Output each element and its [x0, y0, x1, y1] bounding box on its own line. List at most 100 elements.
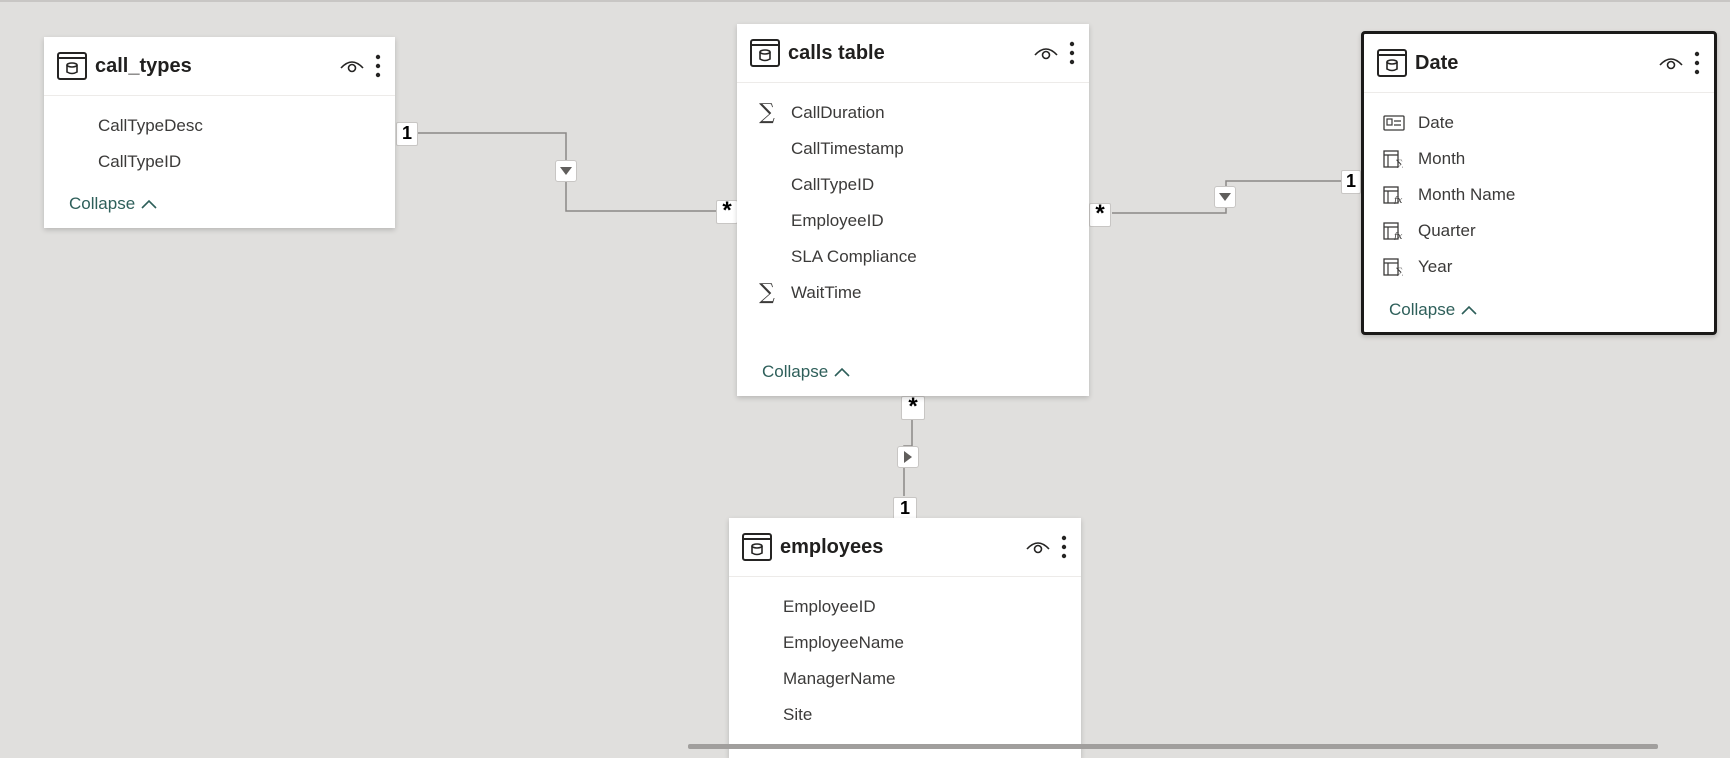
- field-type-icon: [755, 138, 779, 160]
- field-name: CallTypeID: [791, 175, 875, 194]
- field-item[interactable]: EmployeeID: [729, 589, 1081, 625]
- hierarchy-sigma-icon: ∑: [1382, 256, 1406, 278]
- field-name: Quarter: [1418, 221, 1476, 240]
- field-item[interactable]: CallTypeID: [737, 167, 1089, 203]
- field-name: Month Name: [1418, 185, 1516, 204]
- cardinality-many-date: *: [1089, 202, 1111, 227]
- chevron-up-icon: [834, 367, 850, 377]
- filter-direction-down-icon[interactable]: [1214, 186, 1236, 208]
- field-name: CallDuration: [791, 103, 885, 122]
- field-item[interactable]: EmployeeID: [737, 203, 1089, 239]
- table-icon: [750, 39, 780, 67]
- sigma-icon: ∑: [759, 280, 775, 305]
- field-list: EmployeeID EmployeeName ManagerName Site: [729, 577, 1081, 733]
- collapse-label: Collapse: [69, 194, 136, 213]
- field-name: WaitTime: [791, 283, 862, 302]
- collapse-button[interactable]: Collapse: [1389, 300, 1478, 320]
- table-card-date[interactable]: Date Date ∑ Month fx Month Name fx Quart…: [1361, 31, 1717, 335]
- visibility-eye-icon[interactable]: [339, 56, 365, 76]
- table-card-call-types[interactable]: call_types CallTypeDesc CallTypeID Colla…: [44, 37, 395, 228]
- field-type-icon: [62, 115, 86, 137]
- field-list: Date ∑ Month fx Month Name fx Quarter ∑ …: [1364, 93, 1714, 285]
- collapse-button[interactable]: Collapse: [762, 362, 851, 382]
- table-card-employees[interactable]: employees EmployeeID EmployeeName Manage…: [729, 518, 1081, 758]
- svg-text:∑: ∑: [1396, 267, 1404, 276]
- field-name: ManagerName: [783, 669, 896, 688]
- field-item[interactable]: Site: [729, 697, 1081, 733]
- field-item[interactable]: ManagerName: [729, 661, 1081, 697]
- more-options-icon[interactable]: [371, 53, 385, 79]
- table-title: calls table: [788, 41, 885, 64]
- table-title: call_types: [95, 54, 192, 77]
- sigma-icon: ∑: [759, 100, 775, 125]
- field-type-icon: [62, 151, 86, 173]
- table-title: Date: [1415, 51, 1459, 74]
- cardinality-one-employees: 1: [893, 497, 917, 521]
- field-type-icon: [755, 246, 779, 268]
- hierarchy-fx-icon: fx: [1382, 184, 1406, 206]
- canvas-top-border: [0, 0, 1730, 2]
- table-icon: [742, 533, 772, 561]
- filter-direction-down-icon[interactable]: [555, 160, 577, 182]
- card-header: calls table: [737, 24, 1089, 83]
- field-item[interactable]: ∑ Month: [1364, 141, 1714, 177]
- field-list: ∑ CallDuration CallTimestamp CallTypeID E…: [737, 83, 1089, 311]
- cardinality-one-date: 1: [1341, 170, 1361, 194]
- table-title: employees: [780, 535, 884, 558]
- id-card-icon: [1382, 112, 1406, 134]
- field-type-icon: [747, 596, 771, 618]
- card-header: employees: [729, 518, 1081, 577]
- more-options-icon[interactable]: [1690, 50, 1704, 76]
- field-name: EmployeeID: [791, 211, 884, 230]
- collapse-label: Collapse: [1389, 300, 1456, 319]
- svg-text:∑: ∑: [1396, 159, 1404, 168]
- collapse-button[interactable]: Collapse: [69, 194, 158, 214]
- field-item[interactable]: fx Quarter: [1364, 213, 1714, 249]
- field-type-icon: [747, 668, 771, 690]
- field-name: Site: [783, 705, 813, 724]
- field-item[interactable]: CallTimestamp: [737, 131, 1089, 167]
- cardinality-many-call-types: *: [716, 199, 738, 224]
- filter-direction-right-icon[interactable]: [897, 446, 919, 468]
- cardinality-one-call-types: 1: [396, 122, 418, 146]
- card-header: Date: [1364, 34, 1714, 93]
- more-options-icon[interactable]: [1057, 534, 1071, 560]
- field-item[interactable]: CallTypeDesc: [44, 108, 395, 144]
- chevron-up-icon: [1461, 305, 1477, 315]
- visibility-eye-icon[interactable]: [1033, 43, 1059, 63]
- horizontal-scrollbar[interactable]: [688, 744, 1658, 749]
- more-options-icon[interactable]: [1065, 40, 1079, 66]
- field-item[interactable]: EmployeeName: [729, 625, 1081, 661]
- field-item[interactable]: ∑ WaitTime: [737, 275, 1089, 311]
- field-type-icon: [755, 210, 779, 232]
- field-name: EmployeeID: [783, 597, 876, 616]
- field-item[interactable]: SLA Compliance: [737, 239, 1089, 275]
- table-icon: [57, 52, 87, 80]
- field-name: CallTypeDesc: [98, 116, 203, 135]
- field-type-icon: [747, 632, 771, 654]
- table-card-calls-table[interactable]: calls table ∑ CallDuration CallTimestamp …: [737, 24, 1089, 396]
- visibility-eye-icon[interactable]: [1025, 537, 1051, 557]
- field-name: SLA Compliance: [791, 247, 917, 266]
- field-type-icon: [747, 704, 771, 726]
- field-name: CallTimestamp: [791, 139, 904, 158]
- svg-text:fx: fx: [1393, 232, 1402, 240]
- field-item[interactable]: fx Month Name: [1364, 177, 1714, 213]
- visibility-eye-icon[interactable]: [1658, 53, 1684, 73]
- field-name: Year: [1418, 257, 1453, 276]
- field-item[interactable]: ∑ Year: [1364, 249, 1714, 285]
- hierarchy-sigma-icon: ∑: [1382, 148, 1406, 170]
- table-icon: [1377, 49, 1407, 77]
- field-item[interactable]: CallTypeID: [44, 144, 395, 180]
- collapse-label: Collapse: [762, 362, 829, 381]
- cardinality-many-employees: *: [901, 395, 925, 420]
- field-name: CallTypeID: [98, 152, 182, 171]
- field-list: CallTypeDesc CallTypeID: [44, 96, 395, 180]
- field-item[interactable]: Date: [1364, 105, 1714, 141]
- field-name: Date: [1418, 113, 1454, 132]
- card-header: call_types: [44, 37, 395, 96]
- field-item[interactable]: ∑ CallDuration: [737, 95, 1089, 131]
- field-name: EmployeeName: [783, 633, 904, 652]
- chevron-up-icon: [141, 199, 157, 209]
- field-name: Month: [1418, 149, 1466, 168]
